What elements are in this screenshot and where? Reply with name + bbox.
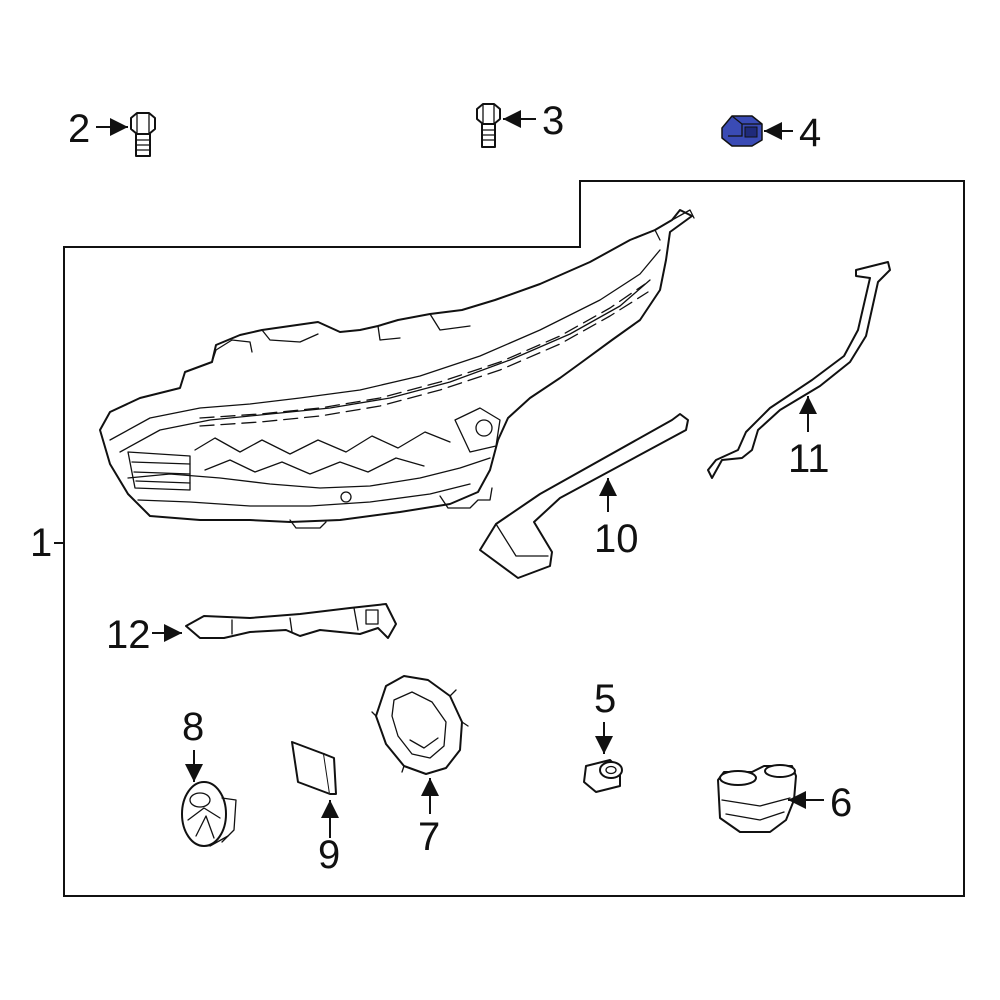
trim-strip-10-drawing bbox=[479, 413, 689, 579]
callout-1-label: 1 bbox=[30, 521, 52, 565]
headlamp-assembly-drawing bbox=[99, 209, 695, 529]
seal-11-drawing bbox=[707, 261, 891, 479]
callout-5-label: 5 bbox=[594, 677, 616, 721]
socket-8-drawing bbox=[181, 781, 237, 847]
callout-3-label-text: 3 bbox=[542, 99, 564, 143]
callout-8-label: 8 bbox=[182, 705, 204, 749]
callout-11-label: 11 bbox=[788, 437, 830, 481]
callout-9-label: 9 bbox=[318, 833, 340, 877]
bolt-3-icon bbox=[476, 103, 501, 148]
bracket-12-drawing bbox=[185, 603, 397, 639]
bushing-5-drawing bbox=[583, 759, 623, 793]
callout-10-label: 10 bbox=[594, 517, 639, 561]
dual-duct-6-drawing bbox=[717, 764, 797, 833]
clip-4-icon bbox=[721, 115, 763, 147]
label-card-9-drawing bbox=[291, 741, 337, 795]
callout-2-label: 2 bbox=[68, 107, 90, 151]
callout-12-label: 12 bbox=[106, 613, 151, 657]
callout-4-label: 4 bbox=[799, 111, 821, 155]
callout-7-label: 7 bbox=[418, 815, 440, 859]
assembly-frame bbox=[63, 180, 965, 897]
callout-6-label: 6 bbox=[830, 781, 852, 825]
bolt-2-icon bbox=[130, 112, 156, 157]
ring-7-drawing bbox=[371, 675, 469, 775]
